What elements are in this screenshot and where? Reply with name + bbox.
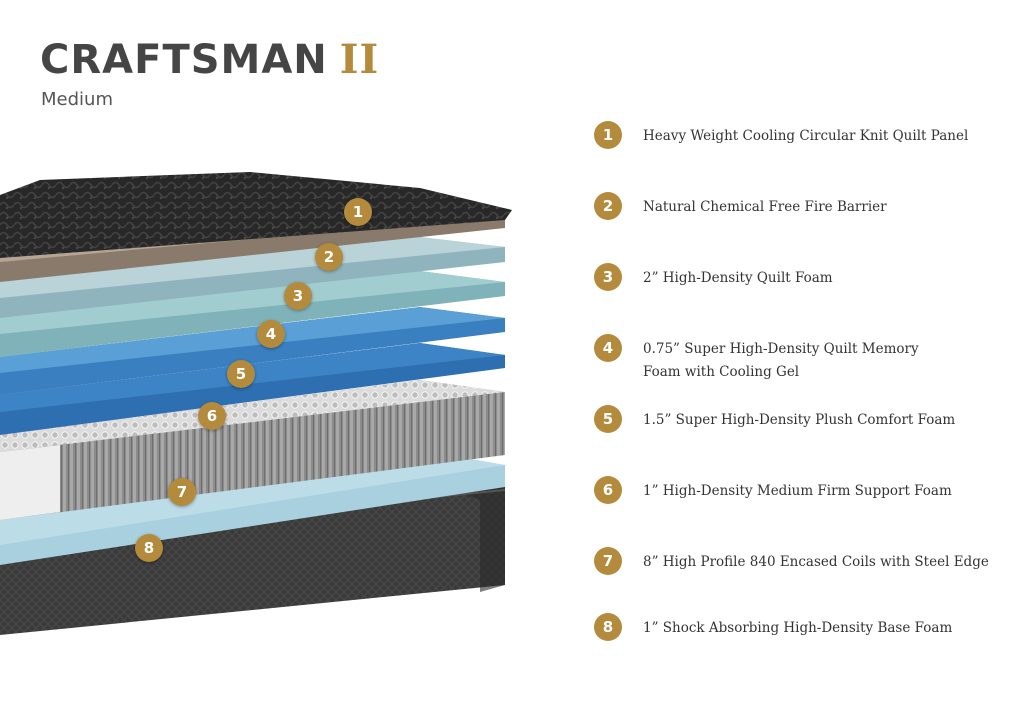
layer-7-coil-side bbox=[0, 380, 505, 520]
marker-8: 8 bbox=[135, 534, 163, 562]
layer-1-shading bbox=[0, 172, 512, 258]
legend-item-6: 6 1” High-Density Medium Firm Support Fo… bbox=[594, 476, 973, 504]
marker-4: 4 bbox=[257, 320, 285, 348]
legend-label-3: 2” High-Density Quilt Foam bbox=[643, 270, 833, 286]
legend-label-2: Natural Chemical Free Fire Barrier bbox=[643, 199, 887, 215]
legend-badge-5: 5 bbox=[594, 405, 622, 433]
legend-badge-3: 3 bbox=[594, 263, 622, 291]
legend-item-5: 5 1.5” Super High-Density Plush Comfort … bbox=[594, 405, 973, 433]
marker-7: 7 bbox=[168, 478, 196, 506]
legend-item-3: 3 2” High-Density Quilt Foam bbox=[594, 263, 973, 291]
base-box-end bbox=[420, 478, 505, 592]
marker-5: 5 bbox=[227, 360, 255, 388]
legend-badge-6: 6 bbox=[594, 476, 622, 504]
marker-1: 1 bbox=[344, 198, 372, 226]
layer-8-top-face bbox=[0, 450, 505, 545]
legend-label-8: 1” Shock Absorbing High-Density Base Foa… bbox=[643, 620, 953, 636]
legend-item-4: 4 0.75” Super High-Density Quilt Memory … bbox=[594, 334, 943, 384]
layer-7-coil-cutaway bbox=[0, 445, 60, 520]
legend-label-4: 0.75” Super High-Density Quilt Memory Fo… bbox=[643, 341, 919, 380]
legend-item-1: 1 Heavy Weight Cooling Circular Knit Qui… bbox=[594, 121, 973, 149]
product-name: CRAFTSMAN bbox=[40, 37, 328, 83]
marker-3: 3 bbox=[284, 282, 312, 310]
marker-6: 6 bbox=[198, 402, 226, 430]
legend-item-8: 8 1” Shock Absorbing High-Density Base F… bbox=[594, 613, 973, 641]
legend-label-1: Heavy Weight Cooling Circular Knit Quilt… bbox=[643, 128, 969, 144]
legend-badge-4: 4 bbox=[594, 334, 622, 362]
marker-2: 2 bbox=[315, 243, 343, 271]
legend-item-7: 7 8” High Profile 840 Encased Coils with… bbox=[594, 547, 1003, 575]
legend-badge-7: 7 bbox=[594, 547, 622, 575]
legend-label-5: 1.5” Super High-Density Plush Comfort Fo… bbox=[643, 412, 956, 428]
layer-4-top-face bbox=[0, 271, 505, 334]
layer-1-quilt-panel bbox=[0, 172, 512, 258]
mattress-layers-illustration bbox=[0, 172, 512, 635]
product-model-numeral: II bbox=[339, 36, 380, 83]
layer-7-coil-tops bbox=[0, 380, 505, 452]
layer-5-top-face bbox=[0, 307, 505, 373]
legend-badge-1: 1 bbox=[594, 121, 622, 149]
legend-badge-2: 2 bbox=[594, 192, 622, 220]
legend-label-7: 8” High Profile 840 Encased Coils with S… bbox=[643, 554, 989, 570]
legend-item-2: 2 Natural Chemical Free Fire Barrier bbox=[594, 192, 973, 220]
layer-3-top-face bbox=[0, 237, 505, 298]
layer-legend: 1 Heavy Weight Cooling Circular Knit Qui… bbox=[594, 0, 1014, 712]
legend-label-6: 1” High-Density Medium Firm Support Foam bbox=[643, 483, 952, 499]
firmness-label: Medium bbox=[41, 89, 113, 110]
legend-badge-8: 8 bbox=[594, 613, 622, 641]
